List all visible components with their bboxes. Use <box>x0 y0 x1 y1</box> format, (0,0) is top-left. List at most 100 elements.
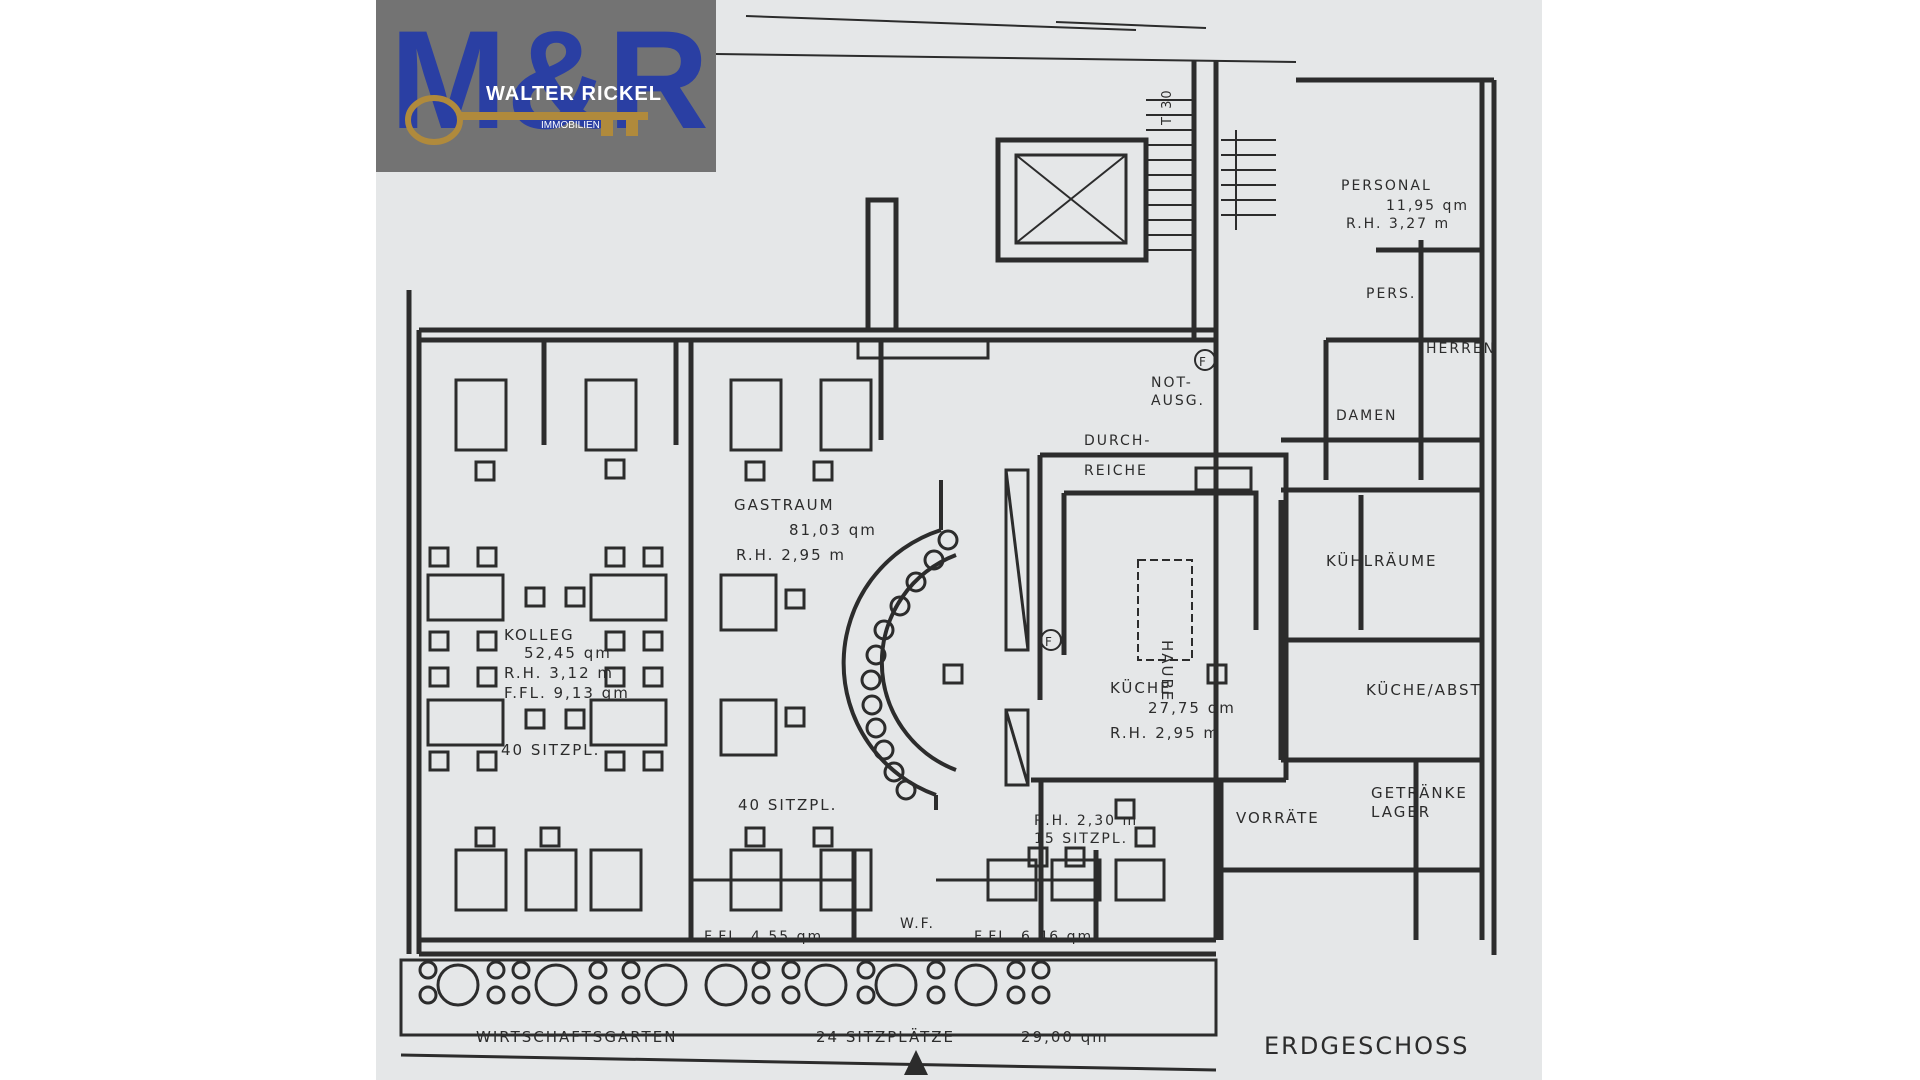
chair <box>539 826 561 848</box>
chair <box>812 460 834 482</box>
garden-table <box>874 963 918 1007</box>
key-shaft <box>458 112 648 120</box>
garden-chair <box>511 985 531 1005</box>
chair <box>604 666 626 688</box>
entrance-arrow <box>904 1050 928 1075</box>
kueche-area: 27,75 qm <box>1148 699 1236 717</box>
garden-chair <box>1006 960 1026 980</box>
chair <box>744 826 766 848</box>
haube-label: HAUBE <box>1158 640 1176 702</box>
chair <box>1134 826 1156 848</box>
chair <box>474 460 496 482</box>
gastraum-label: GASTRAUM <box>734 496 835 514</box>
garden-table <box>534 963 578 1007</box>
kolleg-label: KOLLEG <box>504 626 575 644</box>
garden-chair <box>1006 985 1026 1005</box>
garden-table <box>804 963 848 1007</box>
bar-stool <box>861 694 883 716</box>
garden-table <box>644 963 688 1007</box>
chair <box>428 750 450 772</box>
pass-through <box>856 338 1253 787</box>
kueche-height: R.H. 2,95 m <box>1110 724 1220 742</box>
garden-chair <box>856 985 876 1005</box>
herren-label: HERREN <box>1426 341 1496 357</box>
table <box>729 848 783 912</box>
chair <box>524 708 546 730</box>
kolleg-seats: 40 SITZPL. <box>501 741 600 759</box>
ffl-right-label: F.FL. 6,46 qm <box>974 929 1093 945</box>
garden-table <box>704 963 748 1007</box>
room-labels: T 30 PERSONAL 11,95 qm R.H. 3,27 m PERS.… <box>476 88 1496 1060</box>
getraenke-label-1: GETRÄNKE <box>1371 783 1468 802</box>
garden-chair <box>856 960 876 980</box>
top-edge-lines <box>715 15 1297 63</box>
garden-chair <box>621 985 641 1005</box>
bar-stool <box>905 571 927 593</box>
garden-chair <box>751 960 771 980</box>
ffl-left-label: F.FL. 4,55 qm <box>704 929 823 945</box>
chair <box>474 826 496 848</box>
table <box>589 698 668 747</box>
chair <box>942 663 964 685</box>
chair <box>1114 798 1136 820</box>
kuehlraeume-label: KÜHLRÄUME <box>1326 551 1438 570</box>
kueche-abst-label: KÜCHE/ABST <box>1366 680 1482 699</box>
bar-stool <box>883 761 905 783</box>
garden-chair <box>621 960 641 980</box>
booth-table <box>584 378 638 452</box>
chair <box>604 750 626 772</box>
durchreiche-label-2: REICHE <box>1084 463 1148 479</box>
garden-chair <box>1031 985 1051 1005</box>
chair <box>604 546 626 568</box>
chair <box>642 630 664 652</box>
fire-marker <box>1040 629 1062 651</box>
logo-sub: IMMOBILIEN <box>541 120 600 131</box>
logo-block: M&R WALTER RICKEL IMMOBILIEN <box>376 0 716 172</box>
chair <box>812 826 834 848</box>
paper-background <box>376 0 1542 1080</box>
chair <box>642 750 664 772</box>
getraenke-label-2: LAGER <box>1371 803 1431 821</box>
booth-table <box>454 378 508 452</box>
durchreiche-label-1: DURCH- <box>1084 433 1151 449</box>
logo-letters: M&R <box>390 1 709 158</box>
chair <box>642 546 664 568</box>
chair <box>428 546 450 568</box>
stair-label: T 30 <box>1160 88 1175 126</box>
fire-marker-label: F <box>1045 635 1054 649</box>
table <box>1050 858 1102 902</box>
chair <box>476 750 498 772</box>
bar-stool <box>889 595 911 617</box>
garden-chair <box>418 985 438 1005</box>
logo: M&R WALTER RICKEL IMMOBILIEN <box>390 1 709 158</box>
nook-height: R.H. 2,30 m <box>1034 813 1138 829</box>
personal-height: R.H. 3,27 m <box>1346 216 1450 232</box>
chair <box>476 546 498 568</box>
table <box>524 848 578 912</box>
kolleg-ffl: F.FL. 9,13 qm <box>504 684 630 702</box>
garten-area: 29,00 qm <box>1021 1028 1109 1046</box>
nook-seats: 15 SITZPL. <box>1034 831 1128 847</box>
chair <box>604 630 626 652</box>
bar-stool <box>873 739 895 761</box>
notausgang-label-1: NOT- <box>1151 375 1193 391</box>
garden-chair <box>1031 960 1051 980</box>
personal-label: PERSONAL <box>1341 178 1432 194</box>
chair <box>1206 663 1228 685</box>
booth-table <box>819 378 873 452</box>
garden-chair <box>751 985 771 1005</box>
notausgang-label-2: AUSG. <box>1151 393 1205 409</box>
table <box>719 573 778 632</box>
table <box>986 858 1038 902</box>
gastraum-area: 81,03 qm <box>789 521 877 539</box>
chair <box>428 630 450 652</box>
garden-chair <box>781 960 801 980</box>
kolleg-area: 52,45 qm <box>524 644 612 662</box>
garden-chair <box>418 960 438 980</box>
gastraum-seats: 40 SITZPL. <box>738 796 837 814</box>
damen-label: DAMEN <box>1336 408 1398 424</box>
chair <box>428 666 450 688</box>
chair <box>476 630 498 652</box>
garden-table <box>436 963 480 1007</box>
table <box>819 848 873 912</box>
